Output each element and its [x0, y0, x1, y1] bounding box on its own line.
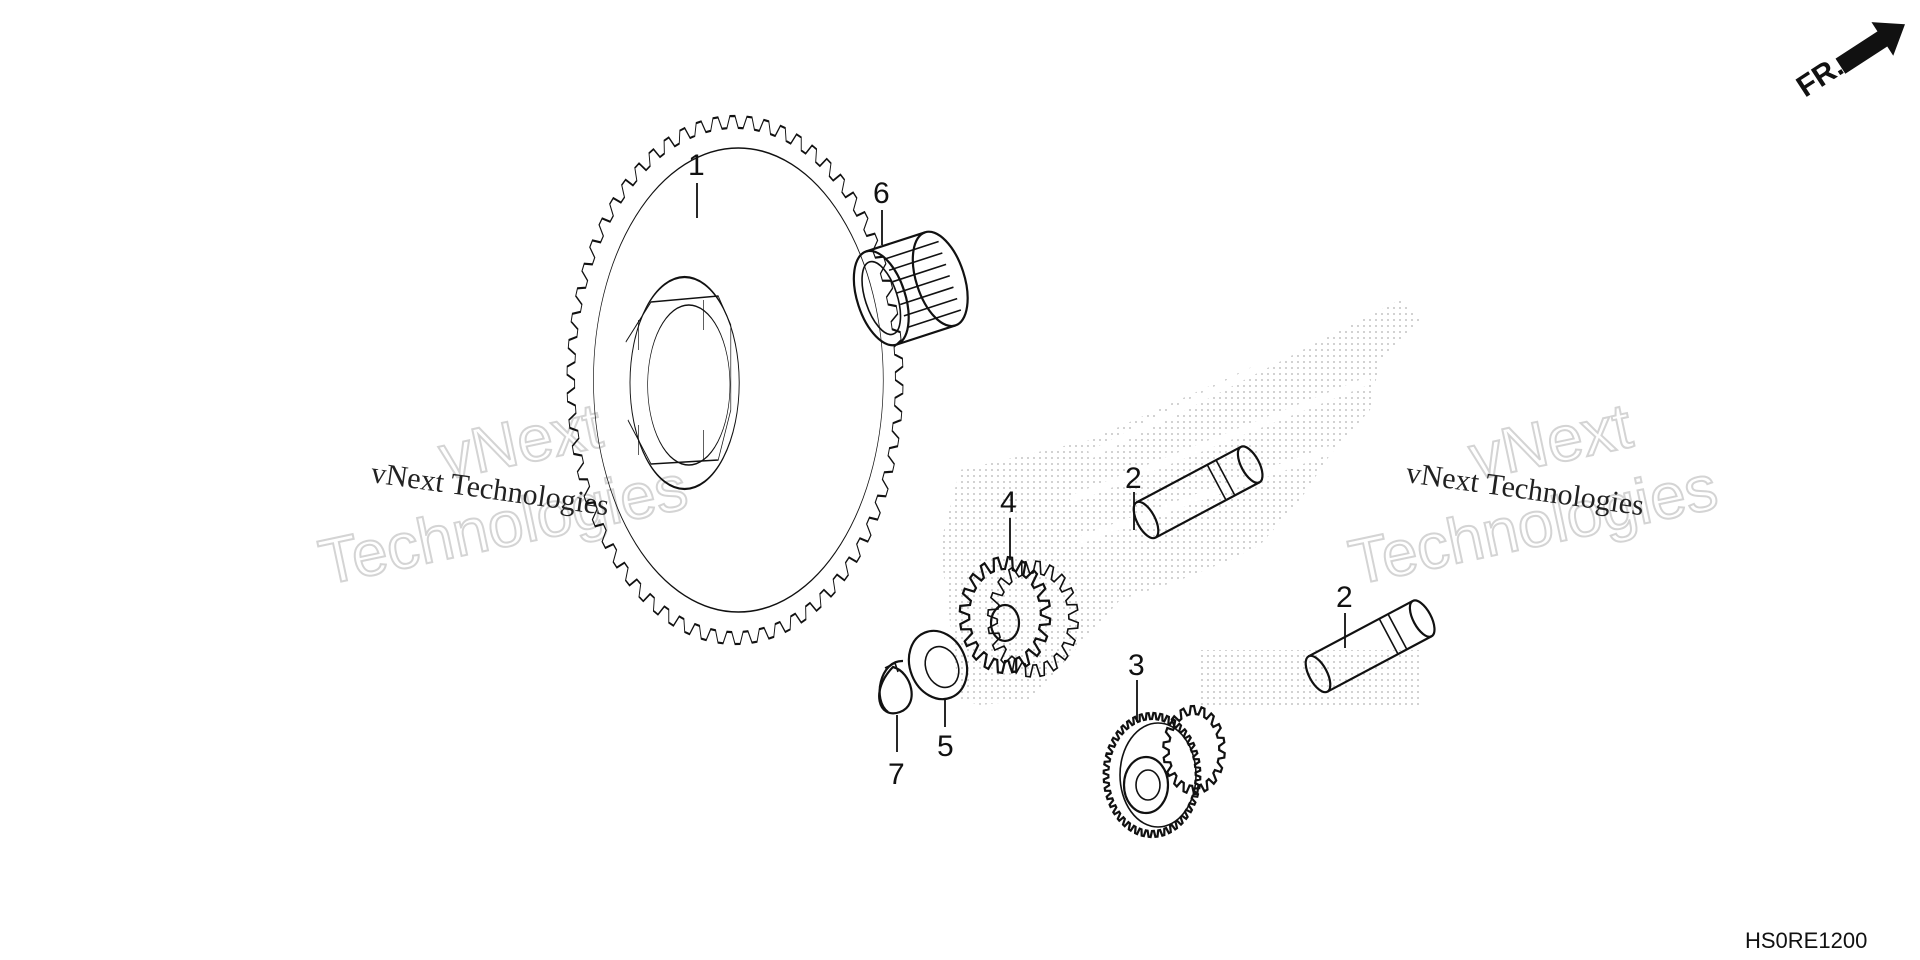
callout-5: 5 [937, 730, 954, 763]
watermark-left: vNext Technologies vNext Technologies [312, 388, 694, 599]
part-6-needle-bearing [852, 230, 969, 347]
callout-3: 3 [1128, 649, 1145, 682]
callouts: 1 2 2 3 4 5 6 7 [688, 149, 1353, 791]
part-2-shaft-lower [1304, 599, 1436, 694]
callout-7: 7 [888, 758, 905, 791]
watermark-right: vNext Technologies vNext Technologies [1342, 388, 1724, 599]
front-direction-arrow-icon [1835, 22, 1905, 74]
part-1-large-gear [566, 114, 904, 646]
callout-2-lower: 2 [1336, 581, 1353, 614]
part-4-spur-gear [958, 555, 1080, 678]
callout-4: 4 [1000, 486, 1017, 519]
diagram-code: HS0RE1200 [1745, 928, 1867, 953]
callout-1: 1 [688, 149, 705, 182]
part-7-snap-ring [878, 659, 913, 715]
part-3-compound-gear [1102, 704, 1226, 839]
part-2-shaft-upper [1132, 445, 1264, 540]
callout-2-upper: 2 [1125, 462, 1142, 495]
callout-6: 6 [873, 177, 890, 210]
part-5-washer [907, 629, 969, 701]
leader-lines [696, 183, 1346, 752]
